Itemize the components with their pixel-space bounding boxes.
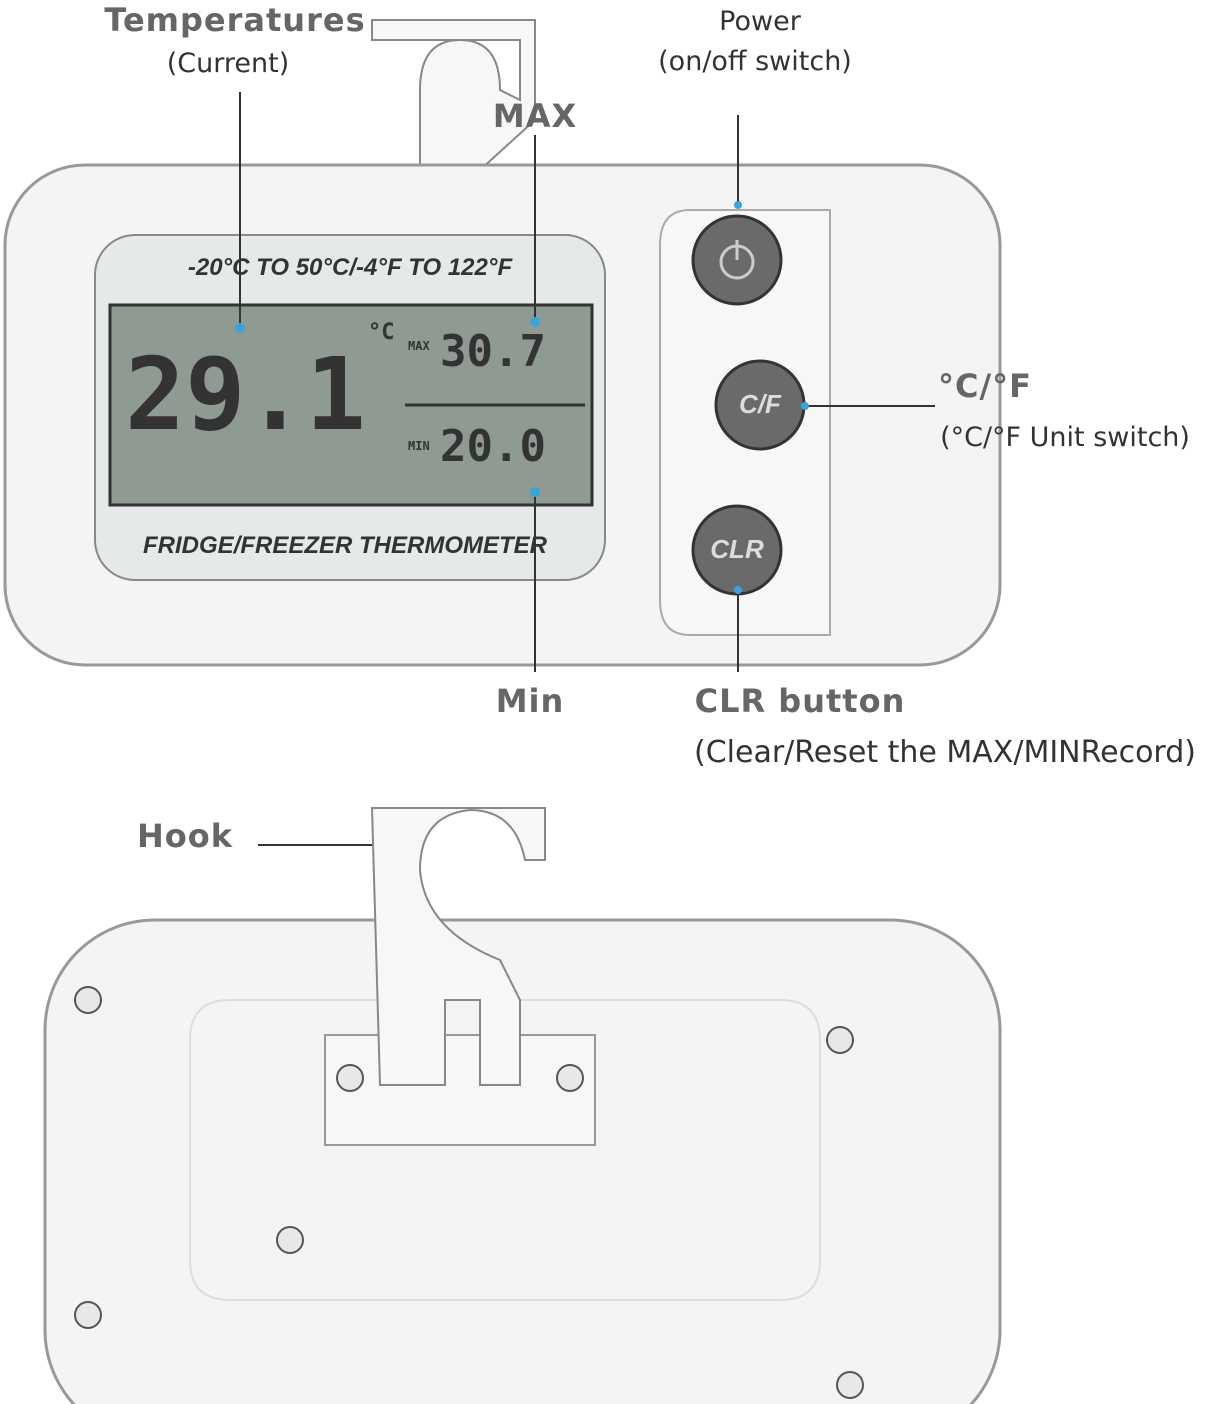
back-body xyxy=(43,918,1002,1404)
range-text: -20°C TO 50°C/-4°F TO 122°F xyxy=(187,254,513,281)
max-label: MAX xyxy=(492,97,578,135)
lcd-max-value: 30.7 xyxy=(440,326,546,377)
screws xyxy=(74,986,864,1399)
unit-label: °C/°F xyxy=(937,367,1033,405)
clr-label: CLR button xyxy=(694,682,906,720)
callout-lines xyxy=(239,92,935,846)
back-hook xyxy=(370,807,546,1086)
lcd-min-label: MIN xyxy=(408,439,430,453)
temperatures-label: Temperatures xyxy=(104,1,366,39)
mount-plate xyxy=(324,1034,596,1146)
lcd-unit: °C xyxy=(368,320,395,345)
lcd-min-value: 20.0 xyxy=(440,421,546,472)
callout-dots xyxy=(235,201,809,849)
clr-button-label[interactable]: CLR xyxy=(710,534,764,564)
clr-sublabel: (Clear/Reset the MAX/MINRecord) xyxy=(694,735,1196,770)
power-sublabel: (on/off switch) xyxy=(658,46,852,77)
temperatures-sublabel: (Current) xyxy=(166,48,290,79)
model-text: FRIDGE/FREEZER THERMOMETER xyxy=(142,532,548,559)
power-label: Power xyxy=(719,6,801,37)
hook-label: Hook xyxy=(136,817,234,855)
lcd-current-temp: 29.1 xyxy=(125,336,366,453)
unit-button-label[interactable]: C/F xyxy=(739,389,781,419)
front-hook xyxy=(371,19,536,171)
unit-sublabel: (°C/°F Unit switch) xyxy=(940,422,1190,453)
back-recess xyxy=(189,999,821,1301)
min-label: Min xyxy=(495,682,565,720)
lcd-max-label: MAX xyxy=(408,339,430,353)
